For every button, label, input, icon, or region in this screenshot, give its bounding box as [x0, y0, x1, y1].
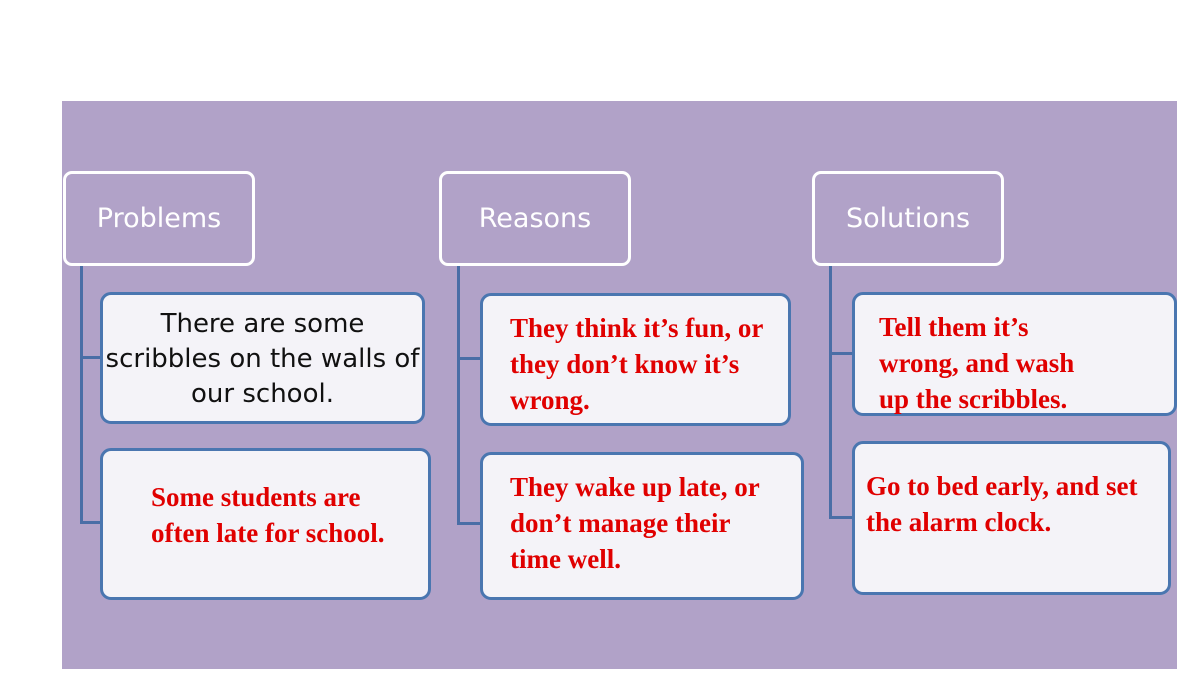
- connector-problems-vertical: [80, 266, 83, 524]
- solution-card-alarm: Go to bed early, and set the alarm clock…: [852, 441, 1171, 595]
- problem-text-scribbles: There are some scribbles on the walls of…: [105, 309, 420, 409]
- solution-card-wash: Tell them it’s wrong, and wash up the sc…: [852, 292, 1177, 416]
- reason-card-fun: They think it’s fun, or they don’t know …: [480, 293, 791, 426]
- connector-reasons-2: [457, 522, 480, 525]
- connector-reasons-vertical: [457, 266, 460, 524]
- header-problems: Problems: [63, 171, 255, 266]
- reason-text-wake-late: They wake up late, or don’t manage their…: [510, 472, 760, 574]
- problem-card-late: Some students are often late for school.: [100, 448, 431, 600]
- connector-reasons-1: [457, 357, 480, 360]
- connector-problems-1: [80, 356, 100, 359]
- connector-solutions-1: [829, 352, 852, 355]
- connector-solutions-vertical: [829, 266, 832, 518]
- problem-card-scribbles: There are some scribbles on the walls of…: [100, 292, 425, 424]
- header-solutions: Solutions: [812, 171, 1004, 266]
- connector-solutions-2: [829, 516, 852, 519]
- connector-problems-2: [80, 521, 100, 524]
- solution-text-wash: Tell them it’s wrong, and wash up the sc…: [879, 312, 1075, 414]
- problem-text-late: Some students are often late for school.: [151, 482, 385, 548]
- solution-text-alarm: Go to bed early, and set the alarm clock…: [866, 471, 1138, 537]
- reason-card-wake-late: They wake up late, or don’t manage their…: [480, 452, 804, 600]
- header-reasons: Reasons: [439, 171, 631, 266]
- reason-text-fun: They think it’s fun, or they don’t know …: [510, 313, 763, 415]
